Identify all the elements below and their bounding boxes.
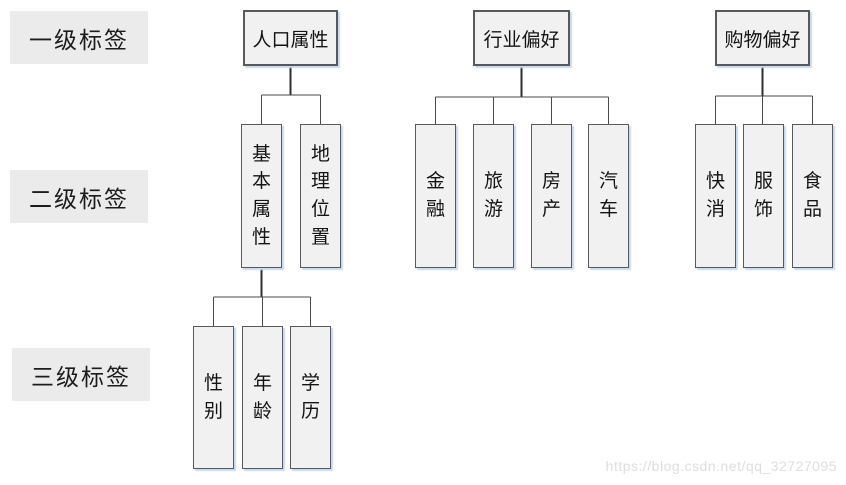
watermark-url: https://blog.csdn.net/qq_32727095 xyxy=(605,458,837,474)
node-label: 基本属性 xyxy=(251,143,271,248)
node-label: 地理位置 xyxy=(310,143,330,248)
node-finance: 金融 xyxy=(415,124,456,268)
connector-industry xyxy=(435,66,609,124)
row-label-level-3: 三级标签 xyxy=(12,348,150,401)
node-label: 旅游 xyxy=(483,171,503,220)
node-food: 食品 xyxy=(792,124,833,268)
node-basic-attributes: 基本属性 xyxy=(241,124,282,268)
node-label: 年龄 xyxy=(252,372,272,422)
node-industry-preference: 行业偏好 xyxy=(473,10,570,66)
node-label: 金融 xyxy=(425,171,445,220)
row-label-level-2: 二级标签 xyxy=(10,170,148,223)
node-label: 学历 xyxy=(300,372,320,422)
node-age: 年龄 xyxy=(242,326,283,469)
node-label: 服饰 xyxy=(753,171,773,220)
node-travel: 旅游 xyxy=(473,124,514,268)
node-geographic-location: 地理位置 xyxy=(300,124,341,268)
node-label: 行业偏好 xyxy=(483,29,560,51)
node-label: 快消 xyxy=(705,171,725,220)
node-automobile: 汽车 xyxy=(588,124,629,268)
connector-basic-attributes xyxy=(213,268,311,326)
node-education: 学历 xyxy=(290,326,331,469)
node-fmcg: 快消 xyxy=(695,124,736,268)
node-label: 汽车 xyxy=(598,171,618,220)
node-gender: 性别 xyxy=(193,326,234,469)
node-label: 人口属性 xyxy=(252,29,329,51)
connector-demographics xyxy=(261,66,321,124)
node-label: 购物偏好 xyxy=(724,29,801,51)
connector-shopping xyxy=(715,66,813,124)
node-label: 食品 xyxy=(802,171,822,220)
node-shopping-preference: 购物偏好 xyxy=(715,10,810,66)
node-label: 房产 xyxy=(541,171,561,220)
node-apparel: 服饰 xyxy=(743,124,784,268)
node-label: 性别 xyxy=(203,372,223,422)
node-real-estate: 房产 xyxy=(531,124,572,268)
node-demographic-attributes: 人口属性 xyxy=(243,10,338,66)
row-label-level-1: 一级标签 xyxy=(10,11,148,64)
